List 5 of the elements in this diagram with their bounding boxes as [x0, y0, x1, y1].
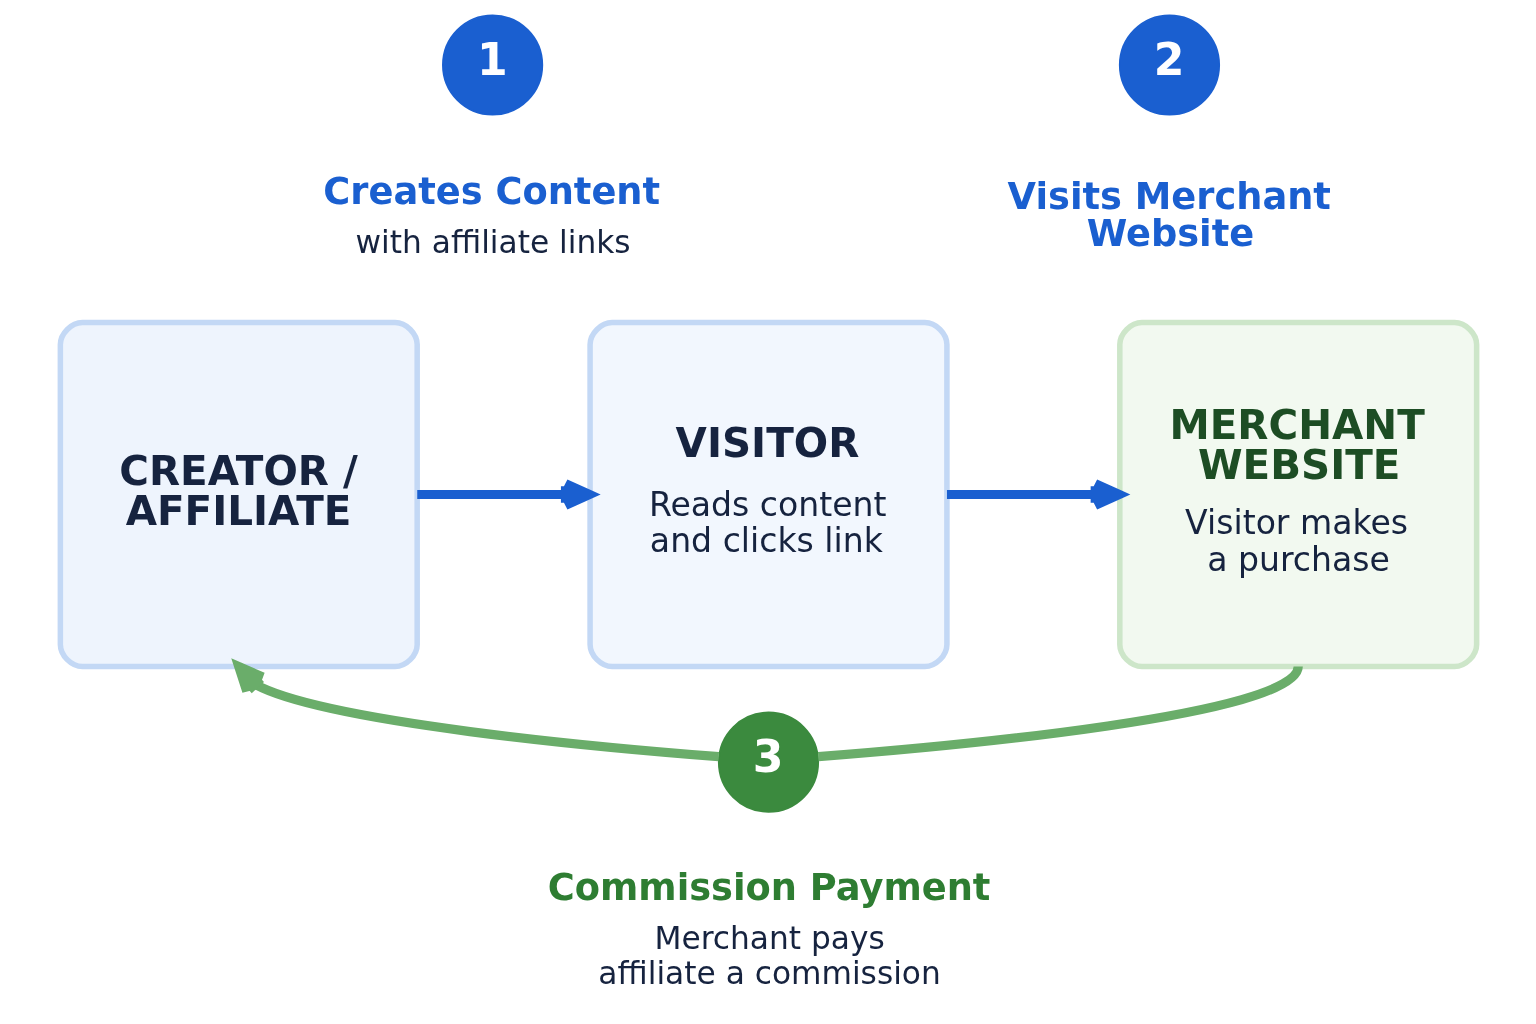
- node-label: Commission Payment: [547, 866, 990, 910]
- node-label: with affiliate links: [355, 223, 631, 260]
- node-label: Creates Content: [322, 169, 660, 213]
- node-label: Merchant pays affiliate a commission: [597, 920, 941, 991]
- node-label: Visits Merchant Website: [1007, 175, 1331, 256]
